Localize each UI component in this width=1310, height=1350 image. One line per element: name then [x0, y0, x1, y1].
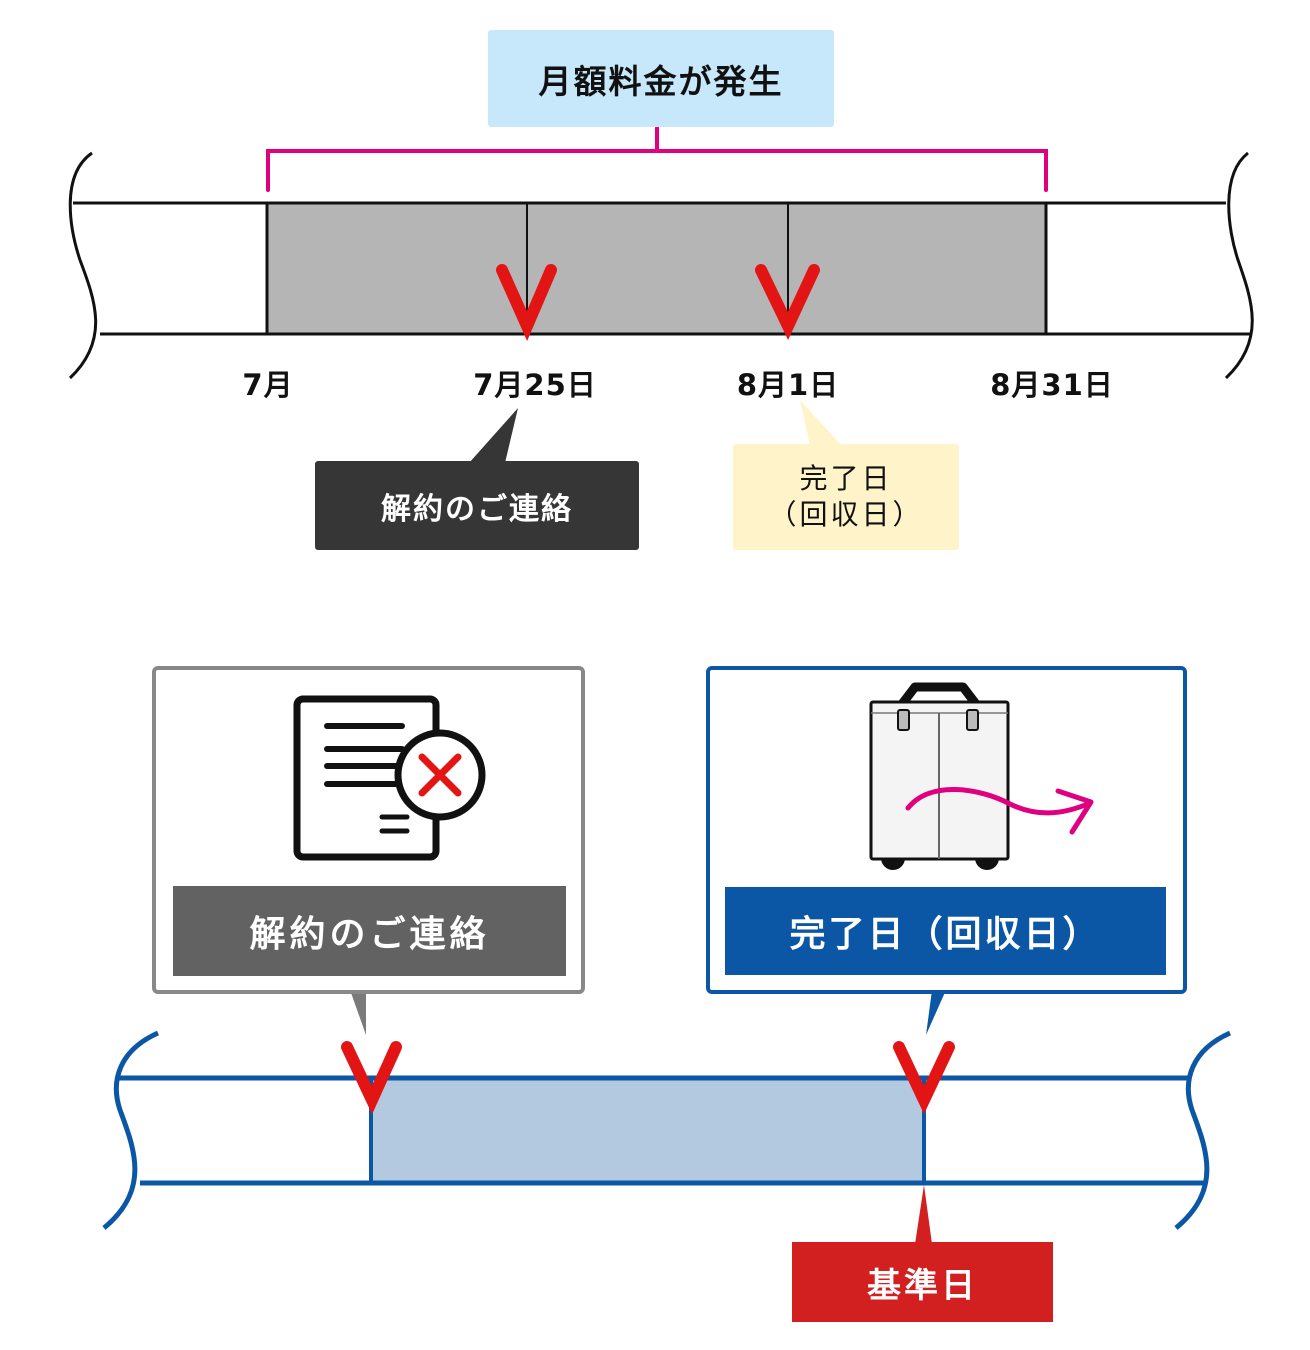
check-mark-jul25	[496, 264, 557, 341]
callout-yellow-tail	[800, 400, 842, 446]
reference-date-label: 基準日	[792, 1242, 1053, 1322]
completion-callout-line2: （回収日）	[768, 498, 924, 531]
reference-tail	[915, 1185, 932, 1244]
check-mark-completion	[893, 1041, 955, 1115]
cancellation-card-label: 解約のご連絡	[173, 886, 566, 976]
completion-card-label: 完了日（回収日）	[725, 887, 1166, 975]
document-cancel-icon	[293, 695, 486, 861]
completion-callout-line1: 完了日	[799, 461, 893, 495]
date-label-jul25: 7月25日	[473, 368, 597, 402]
callout-dark-tail	[469, 408, 518, 463]
billing-bracket	[266, 126, 1048, 192]
storage-case-pickup-icon	[869, 682, 1094, 870]
date-label-aug31: 8月31日	[990, 368, 1114, 402]
blue-break-mark-left	[102, 1030, 160, 1230]
check-mark-aug1	[755, 264, 820, 341]
card-blue-tail	[926, 990, 946, 1035]
break-mark-right	[1224, 151, 1254, 380]
card-gray-tail	[350, 990, 366, 1035]
monthly-fee-label: 月額料金が発生	[488, 30, 834, 127]
cancellation-callout: 解約のご連絡	[315, 461, 639, 550]
check-mark-cancellation	[341, 1041, 402, 1115]
completion-callout: 完了日 （回収日）	[733, 444, 959, 550]
date-label-july: 7月	[242, 368, 294, 402]
billing-period-shade	[267, 203, 1046, 334]
blue-break-mark-right	[1174, 1030, 1232, 1230]
date-label-aug1: 8月1日	[736, 368, 840, 402]
break-mark-left	[68, 151, 98, 380]
reference-period-shade	[371, 1079, 924, 1182]
